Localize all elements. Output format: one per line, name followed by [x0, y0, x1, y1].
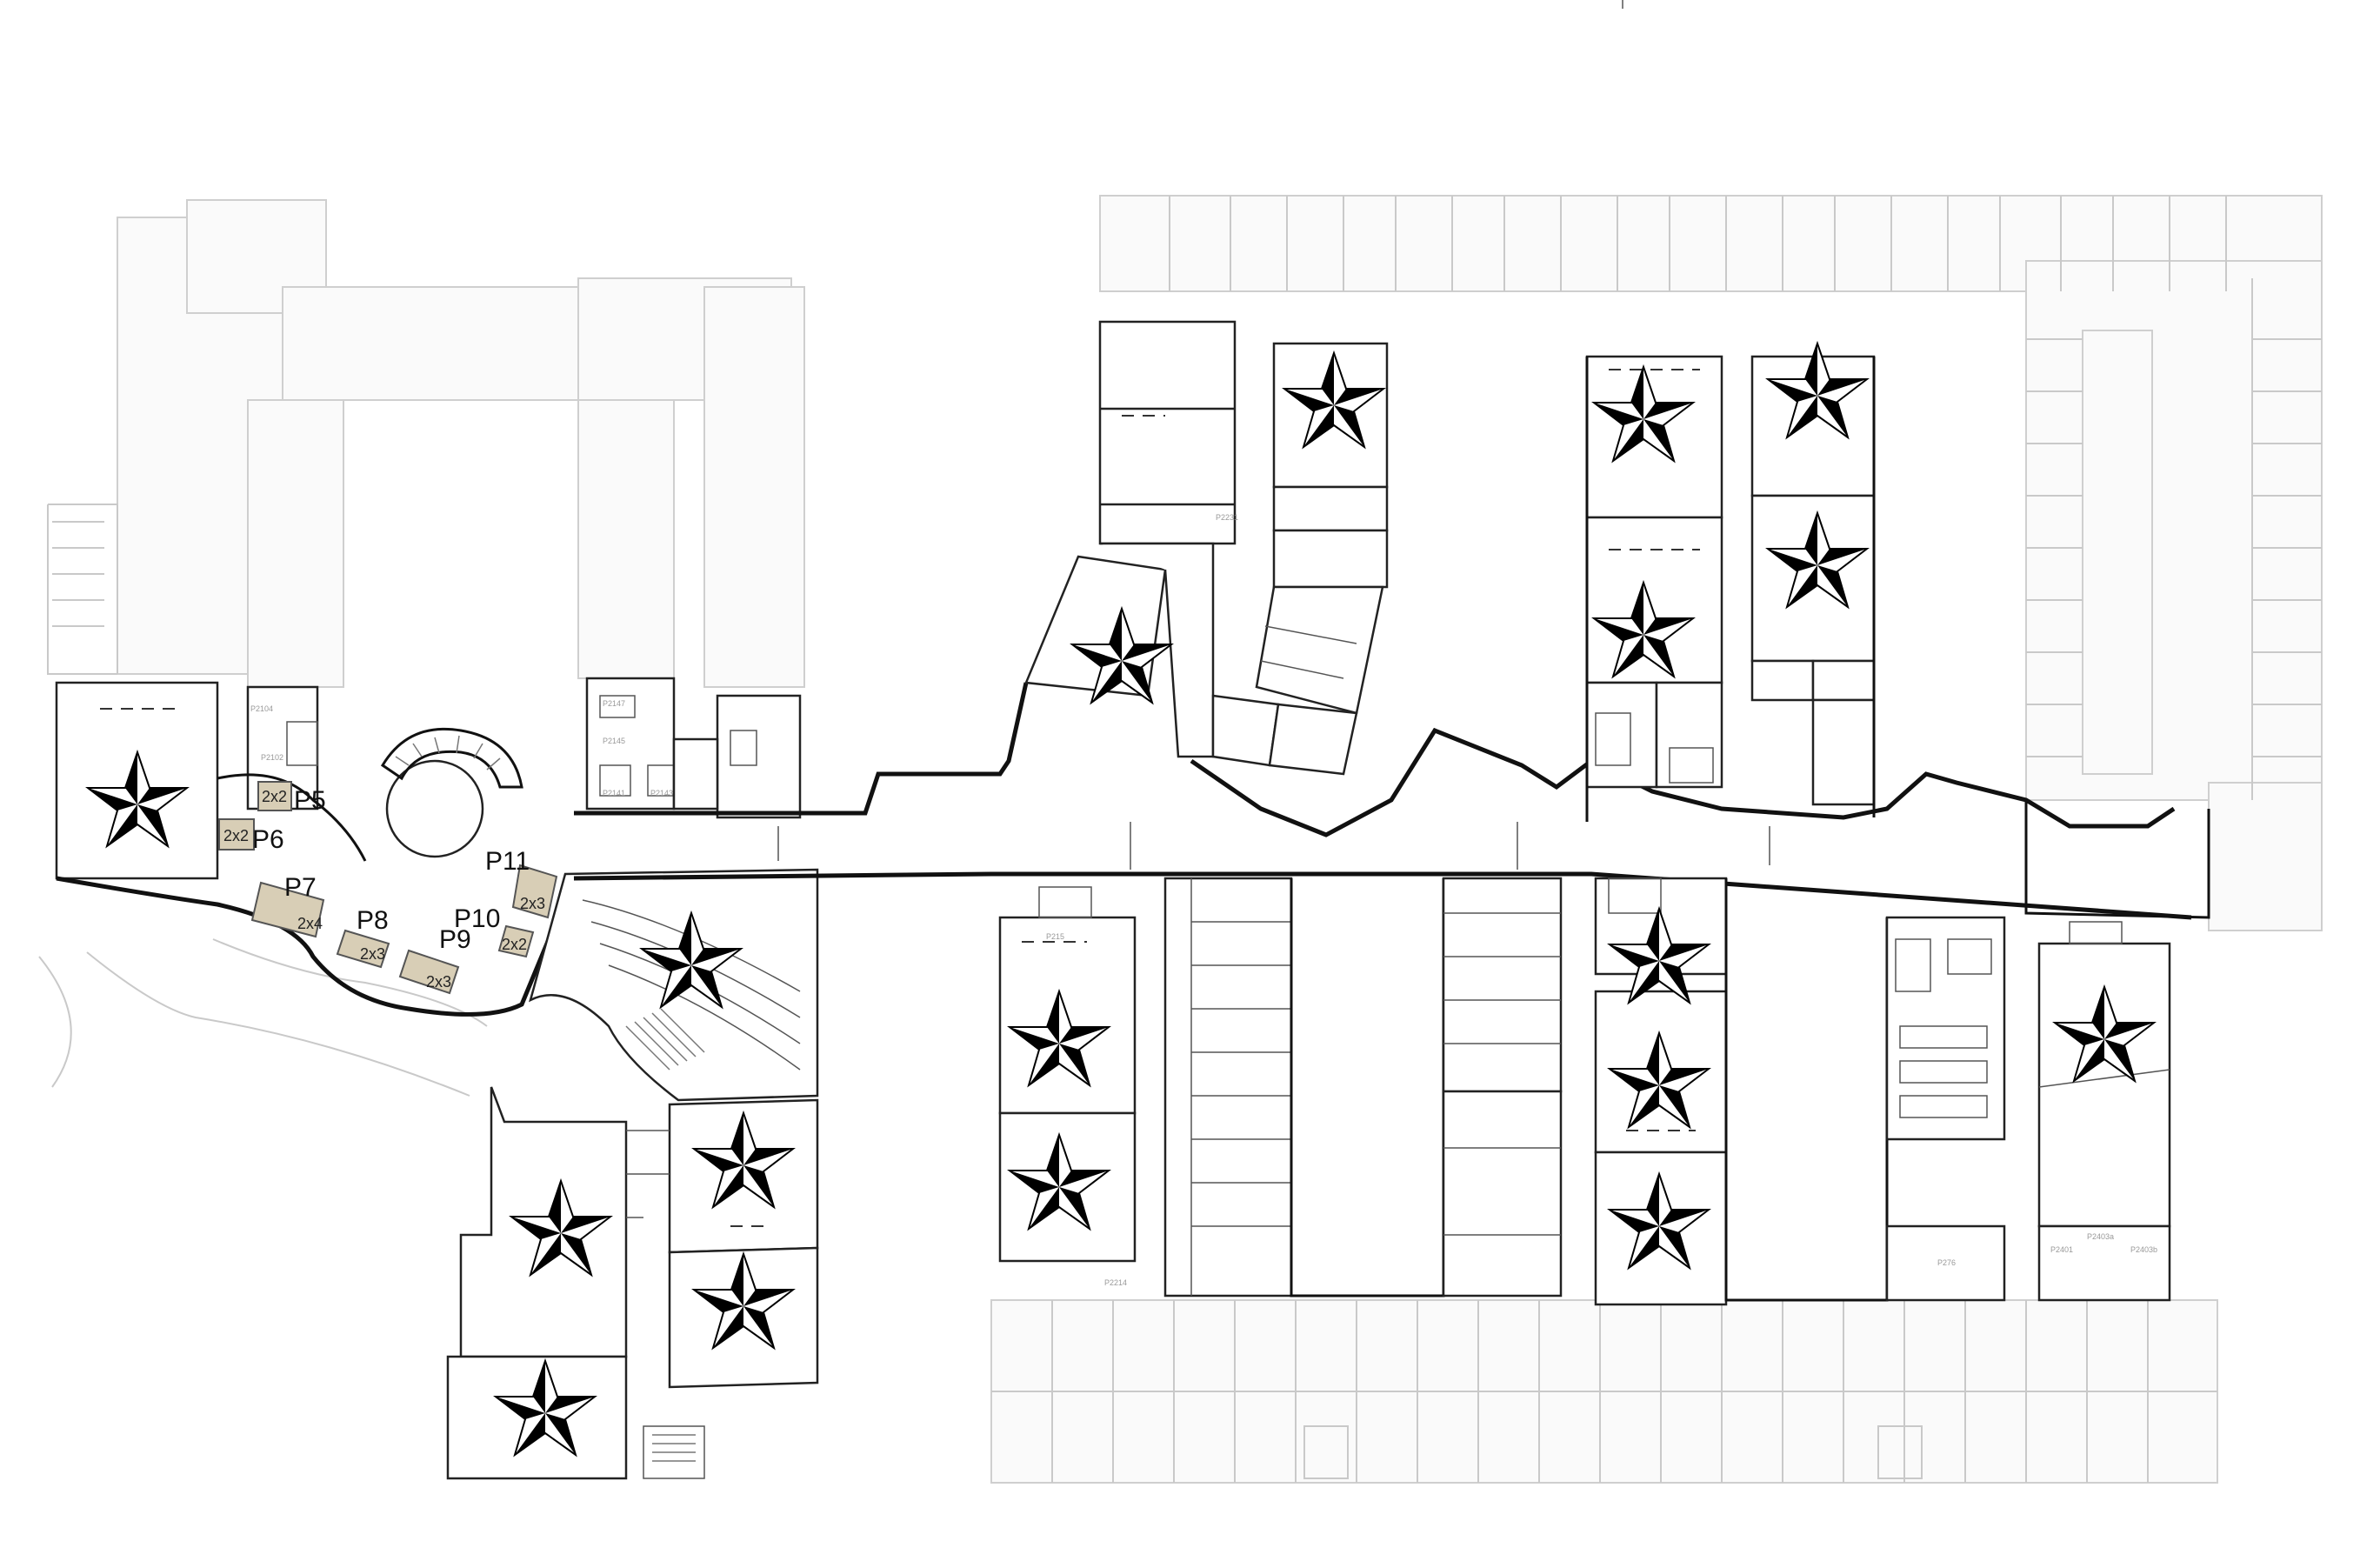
space-size: 2x2: [223, 827, 249, 844]
room-number: P2145: [603, 737, 625, 745]
space-label: P8: [357, 906, 389, 935]
space-label: P10: [454, 904, 500, 933]
room-number: P2403a: [2087, 1232, 2114, 1241]
space-size: 2x4: [297, 915, 323, 932]
room-number: P2141: [603, 789, 625, 797]
space-label: P7: [284, 873, 317, 902]
room-number: P215: [1046, 932, 1064, 941]
space-tag-p11[interactable]: 2x3 P11: [485, 847, 558, 919]
room-number: P2231: [1216, 513, 1238, 522]
space-tags: 2x2 P5 2x2 P6 2x4 P7 2x3 P8 2x3 P9: [218, 781, 558, 995]
room-number: P276: [1937, 1258, 1956, 1267]
room-number: P2147: [603, 699, 625, 708]
space-size: 2x3: [426, 973, 451, 991]
space-size: 2x3: [360, 945, 385, 963]
space-label: P11: [485, 847, 530, 876]
room-numbers: P2104 P2102 P2147 P2145 P2141 P2143 P223…: [250, 513, 2157, 1287]
room-number: P2401: [2050, 1245, 2073, 1254]
room-number: P2214: [1104, 1278, 1127, 1287]
background-wings: [38, 195, 2323, 1484]
room-number: P2143: [650, 789, 673, 797]
space-size: 2x3: [520, 895, 545, 912]
space-label: P9: [439, 925, 471, 954]
space-tag-p6[interactable]: 2x2 P6: [218, 818, 284, 854]
central-corridor: [573, 682, 2210, 920]
top-center-building: [1024, 320, 1876, 822]
space-tag-p9[interactable]: 2x3 P9: [398, 925, 471, 995]
space-size: 2x2: [502, 936, 527, 953]
space-tag-p8[interactable]: 2x3 P8: [336, 906, 390, 969]
space-tag-p5[interactable]: 2x2 P5: [257, 781, 326, 815]
bottom-building: [998, 877, 2171, 1306]
space-label: P5: [294, 786, 326, 815]
room-number: P2104: [250, 704, 273, 713]
space-tag-p10[interactable]: 2x2 P10: [454, 904, 535, 958]
room-number: P2102: [261, 753, 283, 762]
room-number: P2403b: [2130, 1245, 2157, 1254]
space-size: 2x2: [262, 788, 287, 805]
space-label: P6: [252, 825, 284, 854]
space-tag-p7[interactable]: 2x4 P7: [250, 873, 325, 938]
